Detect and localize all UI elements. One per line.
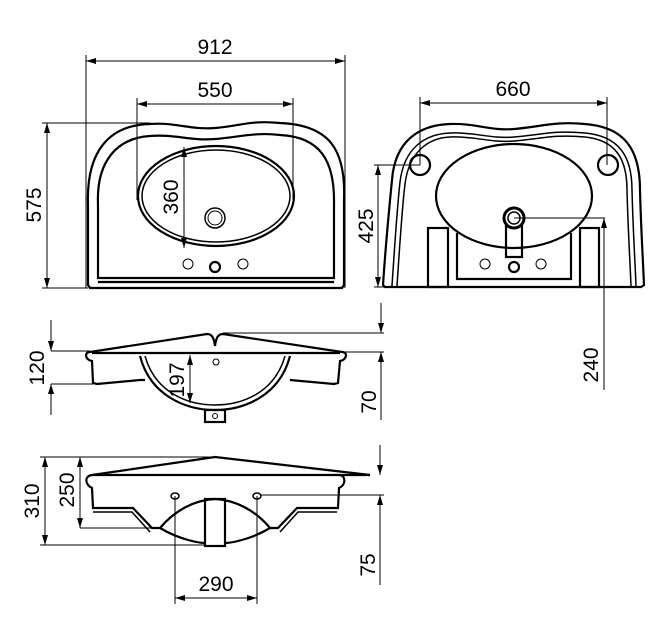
dim-bracket-spacing: 660 [495,78,530,101]
dim-bowl-depth: 197 [166,362,189,397]
dim-hole-spacing: 290 [198,573,233,596]
bowl-inner [141,149,291,243]
dim-basin-width: 550 [197,79,232,102]
rear-outline [381,122,646,289]
tap-hole [208,260,222,274]
tap-hole [237,258,249,270]
section-view: 310 250 290 75 [21,445,384,604]
side-bowl [138,355,292,412]
dim-body-height: 250 [56,472,79,507]
rear-bowl [434,142,594,250]
dim-drain-height: 240 [580,347,603,382]
dim-total-height: 310 [21,483,44,518]
side-top [89,332,343,354]
bracket-hole [596,153,620,177]
tap-hole [182,258,194,270]
dim-height: 120 [26,350,49,385]
rear-view: 660 425 240 [355,78,646,390]
dim-rim: 70 [358,390,381,413]
faucet-spout [504,224,524,259]
dim-depth: 575 [23,187,46,222]
dim-hole-offset: 75 [357,553,380,576]
basin-inner-rim [96,132,336,280]
basin-outline [86,121,346,290]
side-view: 120 197 70 [26,303,384,424]
drain-icon [204,207,226,229]
section-drain [203,497,227,548]
top-view: 912 550 360 575 [23,36,346,290]
dim-basin-depth: 360 [160,179,183,214]
section-outline [85,473,346,530]
bowl-outer [136,144,296,248]
dim-width: 912 [197,36,232,59]
dim-bracket-height: 425 [355,208,378,243]
side-drain [203,408,227,424]
